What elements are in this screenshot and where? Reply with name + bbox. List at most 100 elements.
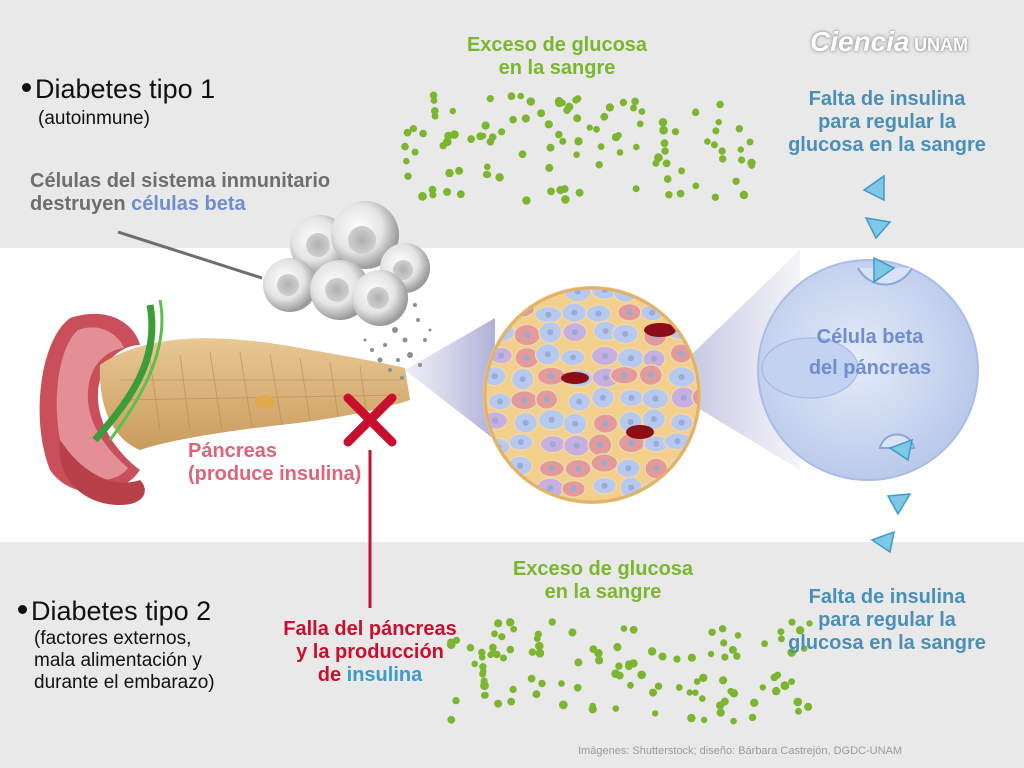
glucose-dot bbox=[777, 628, 785, 636]
glucose-dot bbox=[649, 688, 657, 697]
glucose-dot bbox=[547, 187, 555, 196]
glucose-dot bbox=[429, 91, 438, 100]
glucose-dot bbox=[548, 618, 556, 626]
islet-cell-nucleus bbox=[628, 394, 635, 401]
islet-cell-nucleus bbox=[521, 486, 528, 493]
glucose-dot bbox=[692, 109, 700, 117]
islet-cell-nucleus bbox=[705, 329, 711, 335]
glucose-dot bbox=[500, 654, 507, 662]
glucose-dot bbox=[612, 705, 620, 712]
glucose-dot bbox=[482, 170, 491, 178]
logo: Ciencia UNAM bbox=[810, 26, 968, 58]
glucose-dot bbox=[507, 92, 516, 101]
glucose-dot bbox=[654, 682, 663, 690]
islet-cell-nucleus bbox=[570, 485, 577, 492]
glucose-dot bbox=[452, 696, 460, 705]
glucose-dot bbox=[728, 645, 737, 654]
glucose-dot bbox=[527, 674, 536, 683]
glucose-dot bbox=[471, 660, 479, 668]
glucose-dot bbox=[411, 148, 419, 156]
islet-cell-nucleus bbox=[675, 311, 682, 318]
glucose-dot bbox=[556, 186, 565, 195]
glucose-dot bbox=[535, 641, 544, 651]
glucose-dot bbox=[450, 130, 459, 139]
glucose-dot bbox=[574, 137, 583, 146]
glucose-dot bbox=[620, 625, 628, 632]
glucose-dot bbox=[409, 125, 417, 133]
islet-cell-nucleus bbox=[545, 288, 552, 291]
bullet-icon bbox=[18, 605, 27, 615]
glucose-dot bbox=[498, 633, 506, 641]
glucose-dot bbox=[613, 643, 622, 652]
glucose-dot bbox=[558, 680, 565, 687]
glucose-dot bbox=[708, 628, 716, 636]
glucose-dot bbox=[526, 97, 536, 106]
zoom-beam-right bbox=[660, 250, 800, 470]
islet-cell-nucleus bbox=[575, 465, 582, 472]
glucose-dot bbox=[654, 153, 663, 163]
glucose-dot bbox=[711, 193, 720, 201]
glucose-dot bbox=[489, 643, 497, 652]
glucose-dot bbox=[761, 640, 768, 648]
islet-cell-nucleus bbox=[573, 442, 580, 449]
glucose-dot bbox=[522, 196, 531, 205]
top-band bbox=[0, 0, 1024, 248]
glucose-dot bbox=[446, 640, 456, 649]
immune-cells bbox=[263, 201, 430, 326]
glucose-dot bbox=[652, 710, 659, 717]
glucose-dot bbox=[660, 139, 669, 148]
glucose-dot bbox=[629, 659, 638, 668]
islet-cell bbox=[689, 435, 699, 456]
glucose-dot bbox=[793, 697, 803, 707]
blood-vessel bbox=[644, 323, 676, 337]
glucose-dot bbox=[595, 656, 604, 665]
glucose-dot bbox=[700, 716, 708, 724]
glucose-dot bbox=[483, 163, 491, 171]
islet-cell-nucleus bbox=[705, 464, 711, 470]
islet-cell-nucleus bbox=[519, 376, 526, 383]
islet-cell-nucleus bbox=[492, 482, 499, 489]
islet-cell-nucleus bbox=[492, 417, 499, 424]
glucose-dot bbox=[488, 133, 497, 141]
islet-cell-nucleus bbox=[651, 355, 658, 362]
glucose-dot bbox=[572, 96, 580, 104]
islet-cell-nucleus bbox=[627, 419, 634, 425]
failure-label: Falla del páncreas y la producción de in… bbox=[283, 618, 457, 686]
islet-cell-nucleus bbox=[524, 332, 531, 339]
islet-cell-nucleus bbox=[572, 420, 579, 427]
islet-cell-nucleus bbox=[522, 419, 529, 426]
glucose-dot bbox=[546, 143, 555, 152]
glucose-dot bbox=[439, 141, 447, 150]
glucose-dot bbox=[673, 655, 681, 663]
islet-cell-nucleus bbox=[601, 352, 608, 359]
glucose-dot bbox=[718, 625, 727, 633]
glucose-dot bbox=[738, 156, 746, 164]
islet-cell-nucleus bbox=[570, 354, 577, 361]
glucose-dot bbox=[637, 670, 646, 680]
glucose-dot bbox=[699, 673, 708, 683]
islet-cell-nucleus bbox=[653, 465, 660, 472]
glucose-dot bbox=[707, 650, 715, 658]
glucose-dot bbox=[593, 125, 600, 133]
glucose-dot bbox=[561, 195, 570, 204]
glucose-dot bbox=[638, 108, 646, 115]
insulin-triangles bbox=[862, 174, 913, 554]
glucose-dot bbox=[495, 173, 504, 182]
glucose-dot bbox=[788, 618, 796, 626]
islet-cell-nucleus bbox=[676, 288, 683, 294]
glucose-dot bbox=[615, 671, 624, 680]
islet-cell-nucleus bbox=[491, 373, 498, 380]
insulin-top-label: Falta de insulina para regular la glucos… bbox=[788, 88, 986, 156]
glucose-dot bbox=[615, 132, 622, 139]
glucose-dot bbox=[574, 658, 583, 667]
glucose-dot bbox=[780, 681, 790, 691]
glucose-dot bbox=[748, 713, 757, 722]
glucose-dot bbox=[445, 168, 454, 178]
islet-cell-nucleus bbox=[649, 309, 656, 316]
beta-cell-label: Célula beta del páncreas bbox=[808, 326, 932, 379]
glucose-dot bbox=[509, 115, 517, 124]
bottom-band bbox=[0, 542, 1024, 768]
glucose-dot bbox=[692, 182, 700, 190]
islet-cell-nucleus bbox=[701, 443, 707, 449]
glucose-dot bbox=[573, 151, 580, 158]
